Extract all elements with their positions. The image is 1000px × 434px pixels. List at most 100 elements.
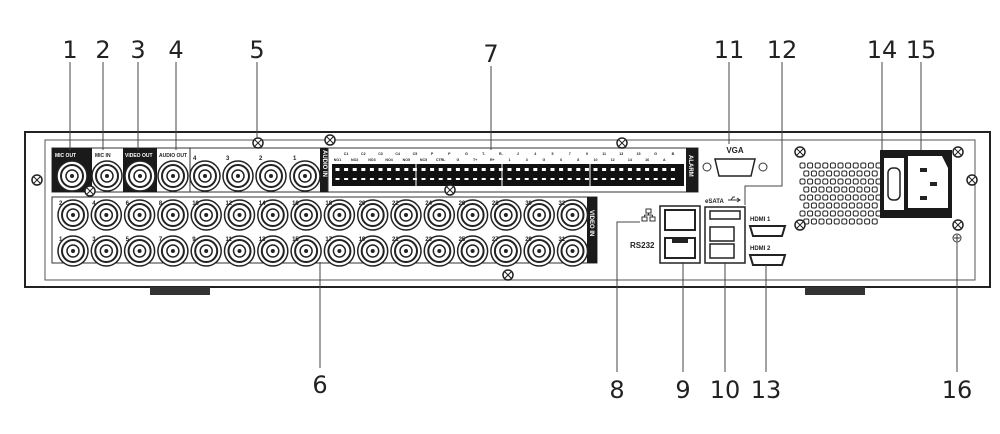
vent-hole <box>867 178 874 185</box>
video-in-channel-label: 22 <box>392 201 399 207</box>
esata-port <box>709 210 741 220</box>
alarm-terminal-screw <box>533 168 538 171</box>
vent-hole <box>841 218 848 225</box>
video-in-channel-label: 31 <box>559 237 566 243</box>
alarm-terminal-label: NO2 <box>351 158 358 162</box>
alarm-terminal-slot <box>447 178 452 180</box>
callout-10: 10 <box>710 376 741 404</box>
vent-hole <box>826 186 833 193</box>
vent-hole <box>871 186 878 193</box>
video-in-channel-label: 10 <box>192 201 199 207</box>
vent-hole <box>826 202 833 209</box>
alarm-terminal-label: R- <box>499 152 504 156</box>
vent-hole <box>864 202 871 209</box>
vent-hole <box>822 194 829 201</box>
vent-hole <box>814 194 821 201</box>
video-in-connector <box>523 235 555 267</box>
video-in-connector <box>556 235 589 267</box>
alarm-terminal-label: G <box>465 152 468 156</box>
video-in-channel-label: 7 <box>159 237 163 243</box>
vent-hole <box>864 218 871 225</box>
vent-hole <box>837 178 844 185</box>
alarm-terminal-slot <box>610 178 615 180</box>
alarm-terminal-slot <box>361 178 366 180</box>
alarm-terminal-label: 14 <box>628 158 632 162</box>
alarm-terminal-slot <box>645 178 650 180</box>
alarm-terminal-screw <box>395 168 400 171</box>
screw-icon <box>252 137 264 149</box>
vent-hole <box>871 202 878 209</box>
vent-hole <box>829 194 836 201</box>
fan-grille <box>795 158 882 226</box>
callout-9: 9 <box>675 376 690 404</box>
alarm-terminal-screw <box>447 168 452 171</box>
vent-hole <box>833 186 840 193</box>
video-in-connector <box>323 235 356 267</box>
audio-in-connector <box>255 160 287 192</box>
vent-hole <box>810 218 817 225</box>
vent-hole <box>860 210 867 217</box>
alarm-terminal-label: 8 <box>577 158 579 162</box>
vent-hole <box>837 194 844 201</box>
alarm-terminal-slot <box>455 178 460 180</box>
alarm-terminal-slot <box>584 178 589 180</box>
video-in-channel-label: 32 <box>559 201 566 207</box>
alarm-terminal-label: 5 <box>552 152 554 156</box>
callout-5: 5 <box>249 36 264 64</box>
video-in-channel-label: 25 <box>459 237 466 243</box>
vga-port: VGA <box>702 146 768 177</box>
screw-icon <box>444 184 456 196</box>
alarm-terminal-screw <box>378 168 383 171</box>
audio-out-label: AUDIO OUT <box>159 153 187 159</box>
vent-hole <box>864 186 871 193</box>
alarm-terminal-label: C4 <box>395 152 400 156</box>
foot-left <box>150 287 210 295</box>
audio-in-channel-label: 2 <box>259 156 263 162</box>
vent-hole <box>829 162 836 169</box>
alarm-terminal-slot <box>602 178 607 180</box>
video-in-connector <box>157 235 189 267</box>
vent-hole <box>841 202 848 209</box>
alarm-terminal-slot <box>576 178 581 180</box>
alarm-terminal-slot <box>524 178 529 180</box>
screw-icon <box>966 174 978 186</box>
vent-hole <box>833 170 840 177</box>
vent-hole <box>814 178 821 185</box>
alarm-block: ALARM NO1C1NO2C2NO3C3NO4C4NO5C5NC5PCTRLP… <box>327 147 699 193</box>
alarm-terminal-screw <box>645 168 650 171</box>
video-in-connector <box>456 199 489 231</box>
screw-icon <box>324 134 336 146</box>
video-in-connector <box>356 235 389 267</box>
callout-13: 13 <box>751 376 782 404</box>
alarm-terminal-screw <box>619 168 624 171</box>
alarm-terminal-screw <box>473 168 478 171</box>
callout-15: 15 <box>906 36 937 64</box>
alarm-terminal-screw <box>507 168 512 171</box>
vent-hole <box>818 218 825 225</box>
vent-hole <box>856 202 863 209</box>
screw-icon <box>616 137 628 149</box>
video-in-connector <box>290 199 322 231</box>
alarm-terminal-slot <box>653 178 658 180</box>
vent-hole <box>807 194 814 201</box>
vent-hole <box>848 186 855 193</box>
alarm-terminal-slot <box>438 178 443 180</box>
alarm-terminal-slot <box>627 178 632 180</box>
screw-icon <box>794 146 806 158</box>
vga-label: VGA <box>726 146 744 155</box>
alarm-terminal-label: NO1 <box>334 158 341 162</box>
vent-hole <box>845 194 852 201</box>
hdmi2-port <box>748 254 787 266</box>
vent-hole <box>848 202 855 209</box>
alarm-terminal-slot <box>516 178 521 180</box>
audio-in-channel-label: 4 <box>193 156 197 162</box>
ground-terminal <box>952 233 962 243</box>
video-in-channel-label: 9 <box>192 237 196 243</box>
alarm-terminal-label: 7 <box>569 152 571 156</box>
alarm-terminal-slot <box>507 178 512 180</box>
video-in-channel-label: 11 <box>226 237 233 243</box>
vent-hole <box>829 178 836 185</box>
vent-hole <box>818 170 825 177</box>
vent-hole <box>871 218 878 225</box>
alarm-terminal-slot <box>498 178 503 180</box>
